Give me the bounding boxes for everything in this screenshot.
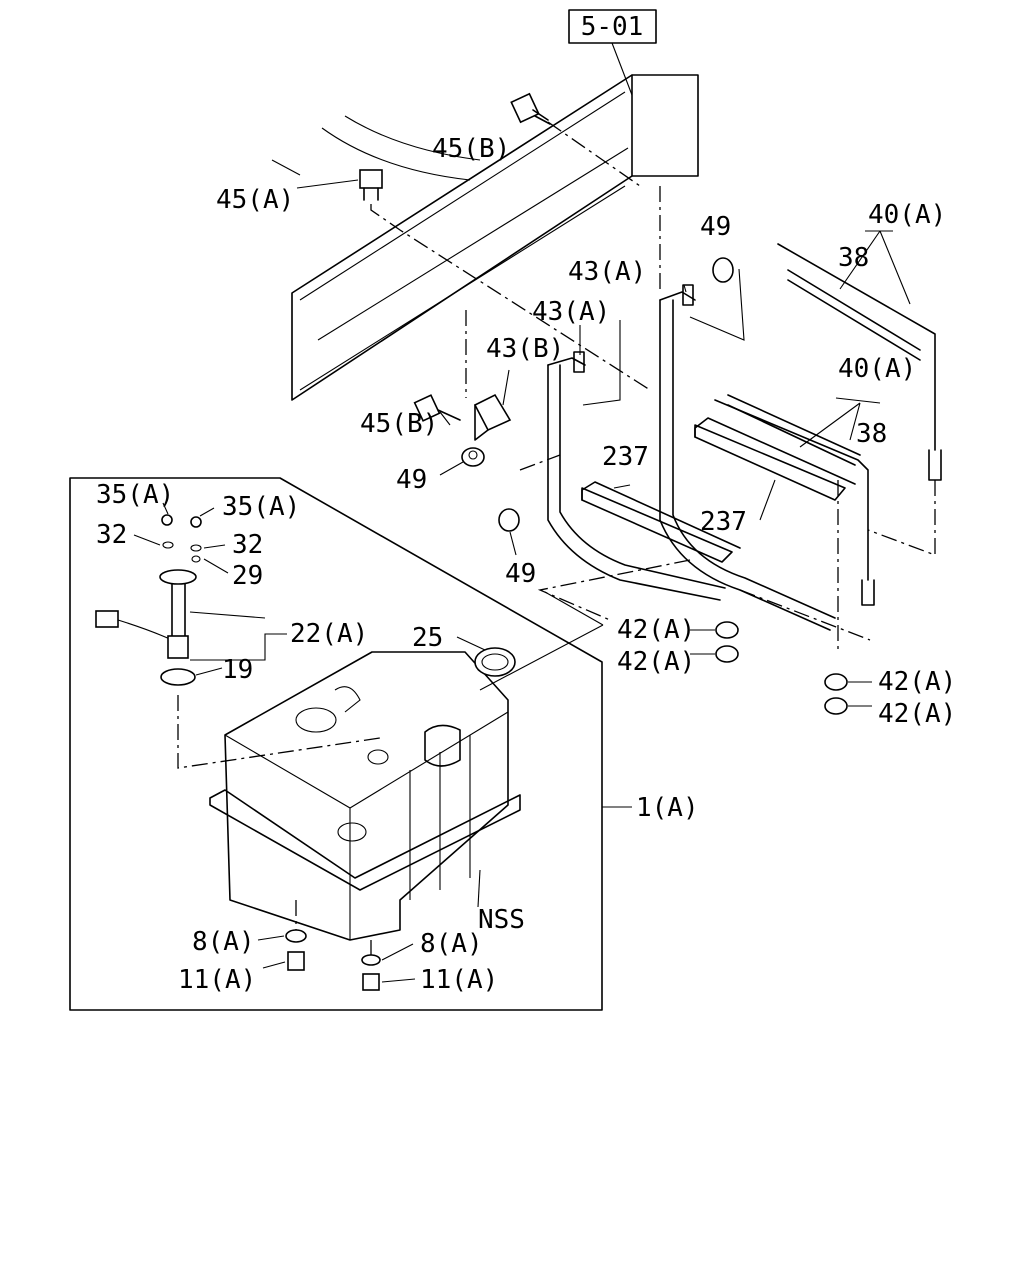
reference-box: 5-01	[568, 9, 657, 96]
fuel-tank	[209, 651, 521, 941]
label-43a-left: 43(A)	[532, 297, 610, 327]
bracket-43a-right	[659, 284, 836, 631]
label-49-top: 49	[700, 212, 731, 242]
strap-40a-mid	[714, 394, 875, 606]
label-8a-left: 8(A)	[192, 927, 255, 957]
nut-49-top	[712, 257, 734, 283]
bolt-45b-top	[510, 92, 641, 187]
label-43a-right: 43(A)	[568, 257, 646, 287]
nut-49-low	[498, 508, 520, 532]
label-42a-3: 42(A)	[878, 667, 956, 697]
label-49-mid: 49	[396, 465, 427, 495]
bolt-45a	[359, 169, 651, 391]
drain-plugs	[285, 929, 381, 991]
label-45b-top: 45(B)	[432, 134, 510, 164]
label-nss: NSS	[478, 905, 525, 935]
label-29: 29	[232, 561, 263, 591]
label-38-top: 38	[838, 243, 869, 273]
label-25: 25	[412, 623, 443, 653]
label-19: 19	[222, 655, 253, 685]
label-40a-top: 40(A)	[868, 200, 946, 230]
label-1a: 1(A)	[636, 793, 699, 823]
label-237-left: 237	[602, 442, 649, 472]
nuts-42a	[715, 621, 848, 715]
bracket-43b	[473, 393, 512, 441]
label-35a-right: 35(A)	[222, 492, 300, 522]
fuel-cap-25	[474, 647, 516, 677]
leader-lines	[133, 179, 911, 983]
fuel-sender-unit	[95, 514, 202, 686]
label-45a: 45(A)	[216, 185, 294, 215]
channel-237-left	[581, 481, 741, 563]
label-38-mid: 38	[856, 419, 887, 449]
label-11a-right: 11(A)	[420, 965, 498, 995]
label-45b-mid: 45(B)	[360, 409, 438, 439]
nut-49-mid	[461, 447, 485, 467]
label-8a-right: 8(A)	[420, 929, 483, 959]
bolt-45b-mid	[413, 394, 461, 422]
label-42a-4: 42(A)	[878, 699, 956, 729]
label-40a-mid: 40(A)	[838, 354, 916, 384]
label-42a-2: 42(A)	[617, 647, 695, 677]
label-35a-left: 35(A)	[96, 480, 174, 510]
label-32-right: 32	[232, 530, 263, 560]
label-32-left: 32	[96, 520, 127, 550]
label-43b: 43(B)	[486, 334, 564, 364]
label-49-low: 49	[505, 559, 536, 589]
frame-rail	[271, 74, 699, 401]
label-11a-left: 11(A)	[178, 965, 256, 995]
label-237-right: 237	[700, 507, 747, 537]
inset-box	[69, 477, 603, 1011]
channel-237-right	[694, 417, 856, 501]
dashed-guides	[465, 186, 936, 650]
label-22a: 22(A)	[290, 619, 368, 649]
reference-box-label: 5-01	[581, 12, 644, 42]
strap-40a-top	[777, 243, 942, 481]
bracket-43a-left	[547, 351, 726, 601]
label-42a-1: 42(A)	[617, 615, 695, 645]
callout-labels: 45(B) 45(A) 49 40(A) 38 43(A) 43(A) 43(B…	[96, 134, 956, 995]
